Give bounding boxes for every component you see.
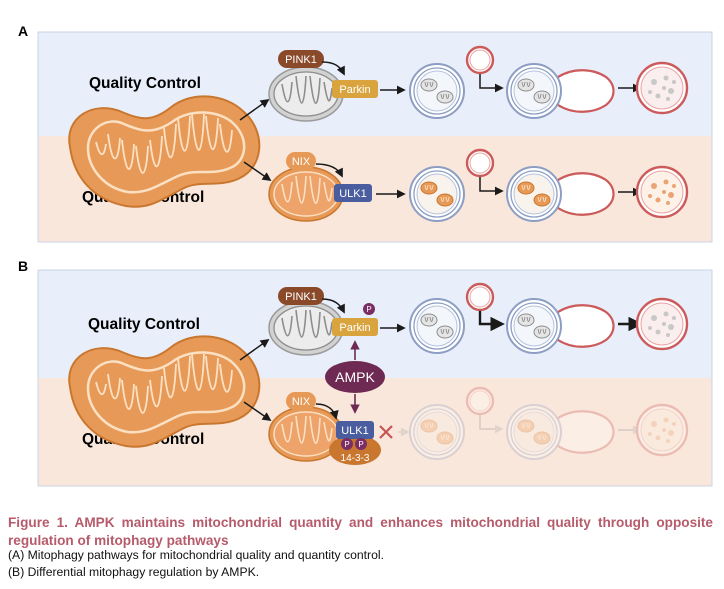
panel-a-healthy-mitochondrion bbox=[268, 166, 344, 222]
panel-b-faded-quantity-pathway bbox=[398, 386, 689, 459]
svg-text:NIX: NIX bbox=[292, 396, 311, 408]
panel-b-ulk1-phospho-2: P bbox=[355, 438, 367, 450]
panel-a-autophagosome-quantity bbox=[410, 167, 464, 221]
svg-text:P: P bbox=[344, 440, 349, 449]
svg-text:ULK1: ULK1 bbox=[341, 425, 369, 437]
svg-text:Parkin: Parkin bbox=[339, 84, 370, 96]
panel-a-autophagosome-quality bbox=[410, 64, 464, 118]
panel-a-pink1-tag: PINK1 bbox=[278, 50, 324, 68]
svg-text:Parkin: Parkin bbox=[339, 322, 370, 334]
panel-a-letter: A bbox=[18, 23, 28, 39]
panel-b-letter: B bbox=[18, 258, 28, 274]
panel-a-damaged-mitochondrion bbox=[268, 66, 344, 122]
panel-a-lysosome-quality bbox=[465, 45, 495, 75]
panel-b-nix-tag: NIX bbox=[286, 392, 316, 410]
panel-a-autolysosome-quantity bbox=[635, 165, 689, 219]
figure-caption-line-b: (B) Differential mitophagy regulation by… bbox=[8, 565, 260, 579]
panel-a-quality-label: Quality Control bbox=[89, 75, 201, 92]
panel-a-ulk1-tag: ULK1 bbox=[334, 184, 372, 202]
panel-b-damaged-mitochondrion bbox=[268, 300, 344, 356]
figure-diagram: A Quality Control Quantity Control PINK1… bbox=[18, 23, 713, 487]
panel-b-parkin-tag: Parkin bbox=[332, 318, 378, 336]
svg-text:P: P bbox=[366, 305, 371, 314]
panel-b-autolysosome-quality bbox=[635, 297, 689, 351]
svg-text:PINK1: PINK1 bbox=[285, 54, 317, 66]
panel-b-block-x-icon bbox=[379, 425, 393, 439]
panel-a-nix-tag: NIX bbox=[286, 152, 316, 170]
svg-text:PINK1: PINK1 bbox=[285, 291, 317, 303]
panel-b-ulk1-phospho-1: P bbox=[341, 438, 353, 450]
panel-b-quality-label: Quality Control bbox=[88, 316, 200, 333]
panel-b-parkin-phospho: P bbox=[363, 303, 375, 315]
panel-a-lysosome-quantity bbox=[465, 148, 495, 178]
panel-b-ampk: AMPK bbox=[325, 361, 385, 393]
svg-text:AMPK: AMPK bbox=[335, 369, 375, 385]
panel-a-autolysosome-quality bbox=[635, 61, 689, 115]
panel-a-parkin-tag: Parkin bbox=[332, 80, 378, 98]
figure-caption-line-a: (A) Mitophagy pathways for mitochondrial… bbox=[8, 548, 384, 562]
panel-b-ulk1-tag: ULK1 bbox=[336, 421, 374, 439]
svg-text:P: P bbox=[358, 440, 363, 449]
panel-b-pink1-tag: PINK1 bbox=[278, 287, 324, 305]
panel-b-adapter-14-3-3: 14-3-3 bbox=[329, 435, 381, 465]
panel-b-lysosome-quality bbox=[465, 282, 495, 312]
panel-b-autophagosome-quality bbox=[410, 299, 464, 353]
svg-text:ULK1: ULK1 bbox=[339, 188, 367, 200]
svg-text:NIX: NIX bbox=[292, 156, 311, 168]
figure-caption-title: Figure 1. AMPK maintains mitochondrial q… bbox=[8, 515, 713, 548]
svg-text:14-3-3: 14-3-3 bbox=[341, 453, 370, 464]
